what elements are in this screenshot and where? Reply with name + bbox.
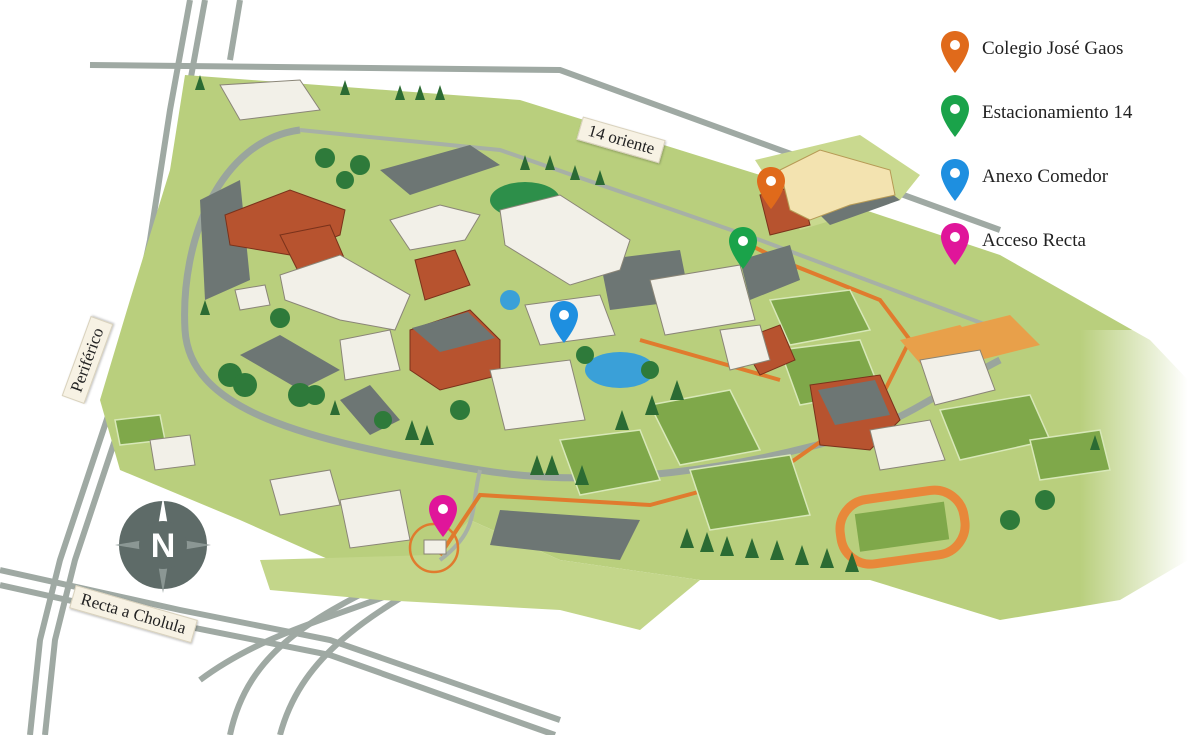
legend-label: Anexo Comedor <box>982 166 1109 187</box>
pin-estacionamiento-14[interactable] <box>728 226 758 270</box>
acceso-recta-ring <box>408 522 460 574</box>
map-legend: Colegio José Gaos Estacionamiento 14 Ane… <box>940 30 1180 286</box>
conifers <box>195 75 1100 572</box>
map-pin-icon <box>941 159 969 201</box>
map-pin-icon <box>941 223 969 265</box>
legend-label: Colegio José Gaos <box>982 38 1124 59</box>
gray-roofs <box>412 312 890 425</box>
legend-item-colegio-jose-gaos[interactable]: Colegio José Gaos <box>940 30 1180 94</box>
map-pin-icon <box>941 31 969 73</box>
legend-item-estacionamiento-14[interactable]: Estacionamiento 14 <box>940 94 1180 158</box>
trees <box>218 148 1055 530</box>
compass-letter: N <box>151 527 176 565</box>
inner-road <box>299 128 1001 562</box>
running-track <box>835 485 970 569</box>
fountain <box>500 290 520 310</box>
pond <box>585 352 655 388</box>
pin-acceso-recta[interactable] <box>428 494 458 538</box>
legend-item-anexo-comedor[interactable]: Anexo Comedor <box>940 158 1180 222</box>
compass-rose-icon <box>115 497 211 593</box>
track-field <box>854 501 950 552</box>
campus-ground <box>100 75 1188 620</box>
sports-fields <box>114 289 1111 531</box>
pin-colegio-jose-gaos[interactable] <box>756 166 786 210</box>
gatehouse <box>423 539 447 555</box>
map-fade-edge <box>1080 330 1188 630</box>
map-pin-icon <box>941 95 969 137</box>
annex-buildings <box>779 149 896 221</box>
legend-item-acceso-recta[interactable]: Acceso Recta <box>940 222 1180 286</box>
legend-label: Acceso Recta <box>982 230 1086 251</box>
pin-anexo-comedor[interactable] <box>549 300 579 344</box>
legend-label: Estacionamiento 14 <box>982 102 1133 123</box>
south-green <box>260 520 700 630</box>
tennis-courts-2 <box>950 315 1040 360</box>
white-buildings <box>149 79 996 549</box>
